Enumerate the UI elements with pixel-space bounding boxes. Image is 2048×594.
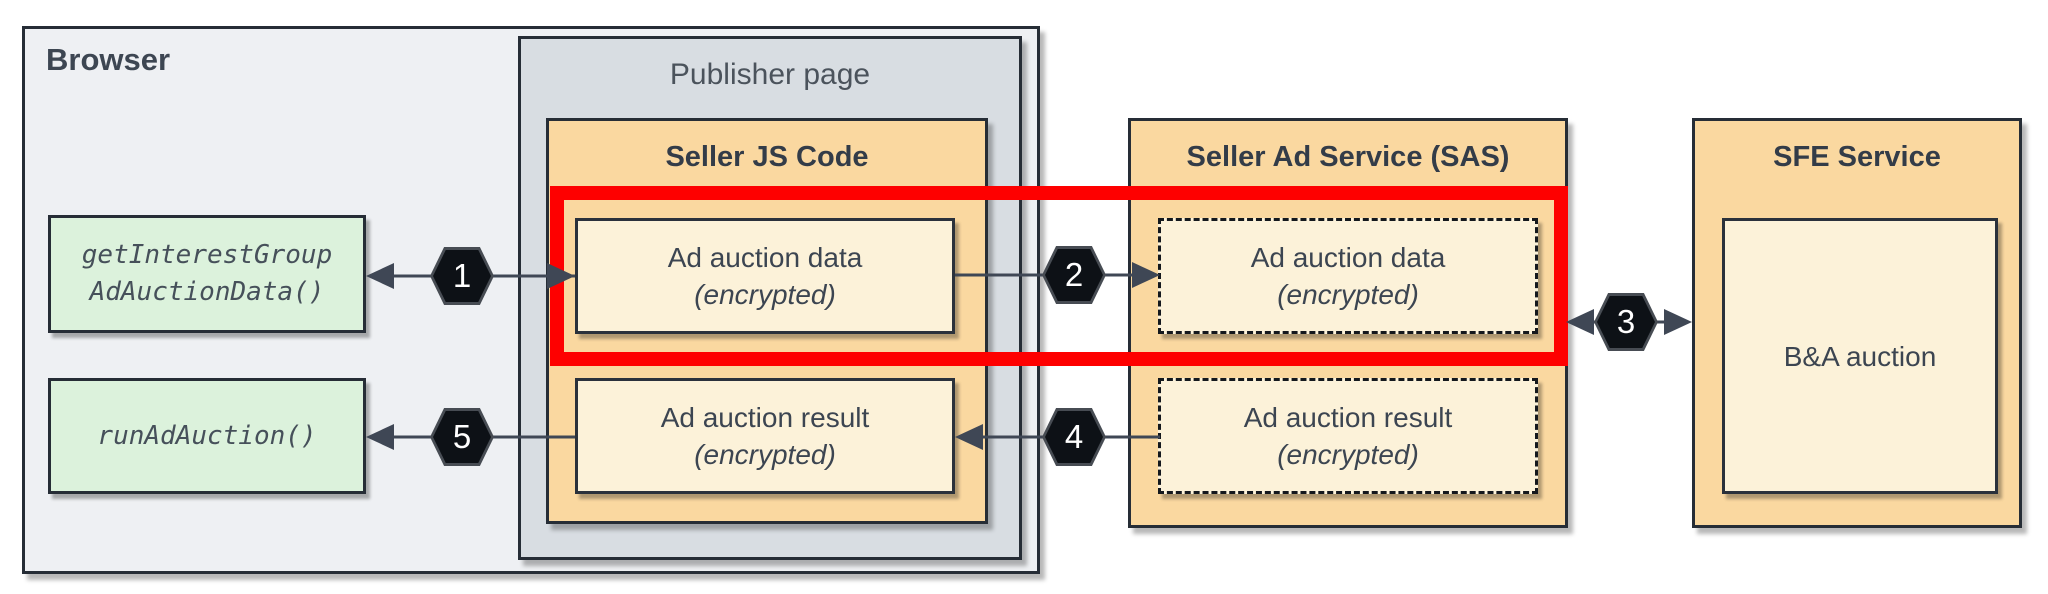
sas-ad-auction-result-box: Ad auction result (encrypted) — [1158, 378, 1538, 494]
get-interest-group-line1: getInterestGroup — [81, 240, 333, 270]
sas-ad-auction-data-title: Ad auction data — [1250, 242, 1446, 273]
run-ad-auction-box: runAdAuction() — [48, 378, 366, 494]
publisher-page-label: Publisher page — [669, 58, 871, 91]
step-badge-4-label: 4 — [1064, 418, 1084, 455]
browser-label: Browser — [46, 42, 171, 77]
sas-ad-auction-result-title: Ad auction result — [1243, 402, 1453, 433]
step-badge-2-label: 2 — [1064, 256, 1084, 293]
js-ad-auction-result-encrypted: (encrypted) — [694, 439, 836, 470]
seller-js-code-title: Seller JS Code — [665, 141, 869, 173]
arrow-3-left-head — [1566, 309, 1594, 335]
step-badge-3-label: 3 — [1616, 303, 1636, 340]
get-interest-group-ad-auction-data-box: getInterestGroup AdAuctionData() — [48, 215, 366, 333]
step-badge-1-label: 1 — [452, 257, 472, 294]
js-ad-auction-data-box: Ad auction data (encrypted) — [575, 218, 955, 334]
seller-ad-service-title: Seller Ad Service (SAS) — [1186, 141, 1510, 173]
sas-ad-auction-result-encrypted: (encrypted) — [1277, 439, 1419, 470]
step-badge-3: 3 — [1594, 293, 1658, 351]
sas-ad-auction-data-encrypted: (encrypted) — [1277, 279, 1419, 310]
ba-auction-label: B&A auction — [1783, 340, 1937, 372]
step-badge-4: 4 — [1042, 408, 1106, 466]
arrow-3-right-head — [1664, 309, 1692, 335]
sas-ad-auction-data-box: Ad auction data (encrypted) — [1158, 218, 1538, 334]
js-ad-auction-data-title: Ad auction data — [667, 242, 863, 273]
get-interest-group-line2: AdAuctionData() — [89, 277, 325, 307]
js-ad-auction-result-title: Ad auction result — [660, 402, 870, 433]
js-ad-auction-result-box: Ad auction result (encrypted) — [575, 378, 955, 494]
sfe-service-title: SFE Service — [1773, 141, 1941, 173]
ba-auction-box: B&A auction — [1722, 218, 1998, 494]
run-ad-auction-label: runAdAuction() — [97, 420, 317, 451]
highlight-red-rect — [550, 186, 1568, 366]
step-badge-5-label: 5 — [452, 418, 472, 455]
js-ad-auction-data-encrypted: (encrypted) — [694, 279, 836, 310]
